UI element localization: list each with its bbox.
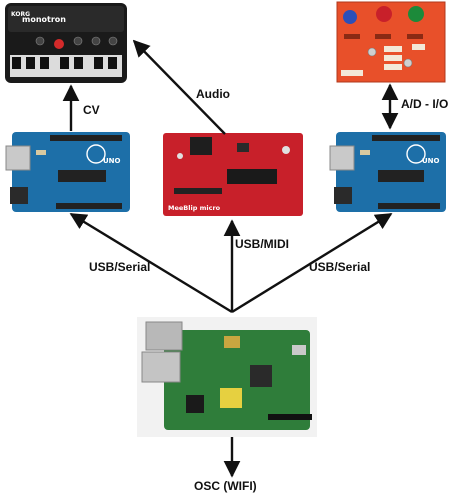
- arduino-left-brand: UNO: [103, 157, 121, 165]
- arrow-audio: [132, 39, 226, 135]
- arrow-usb-serial-left: [69, 212, 233, 314]
- korg-monotron-synth: KORG monotron: [5, 3, 127, 83]
- synth-model: monotron: [22, 15, 66, 24]
- arduino-uno-left: UNO: [5, 132, 130, 212]
- label-usb-serial-left: USB/Serial: [89, 260, 150, 274]
- arduino-right-brand: UNO: [422, 157, 440, 165]
- knob-red: [376, 6, 392, 22]
- connection-arrows: [62, 39, 399, 478]
- meeblip-brand: MeeBlip micro: [168, 204, 221, 212]
- arduino-uno-right: UNO: [329, 132, 446, 212]
- meeblip-micro: MeeBlip micro: [163, 133, 303, 216]
- raspberry-pi: [137, 317, 317, 437]
- controller-box: [336, 1, 446, 83]
- synth-brand: KORG: [11, 11, 30, 18]
- synth-knobs: [35, 36, 118, 49]
- label-usb-serial-right: USB/Serial: [309, 260, 370, 274]
- knob-blue: [343, 10, 357, 24]
- arrow-usb-serial-right: [231, 212, 393, 314]
- label-cv: CV: [83, 103, 100, 117]
- label-osc-wifi: OSC (WIFI): [194, 479, 257, 493]
- synth-ribbon-keyboard: [10, 55, 122, 77]
- label-ad-io: A/D - I/O: [401, 97, 448, 111]
- label-usb-midi: USB/MIDI: [235, 237, 289, 251]
- label-audio: Audio: [196, 87, 230, 101]
- knob-green: [408, 6, 424, 22]
